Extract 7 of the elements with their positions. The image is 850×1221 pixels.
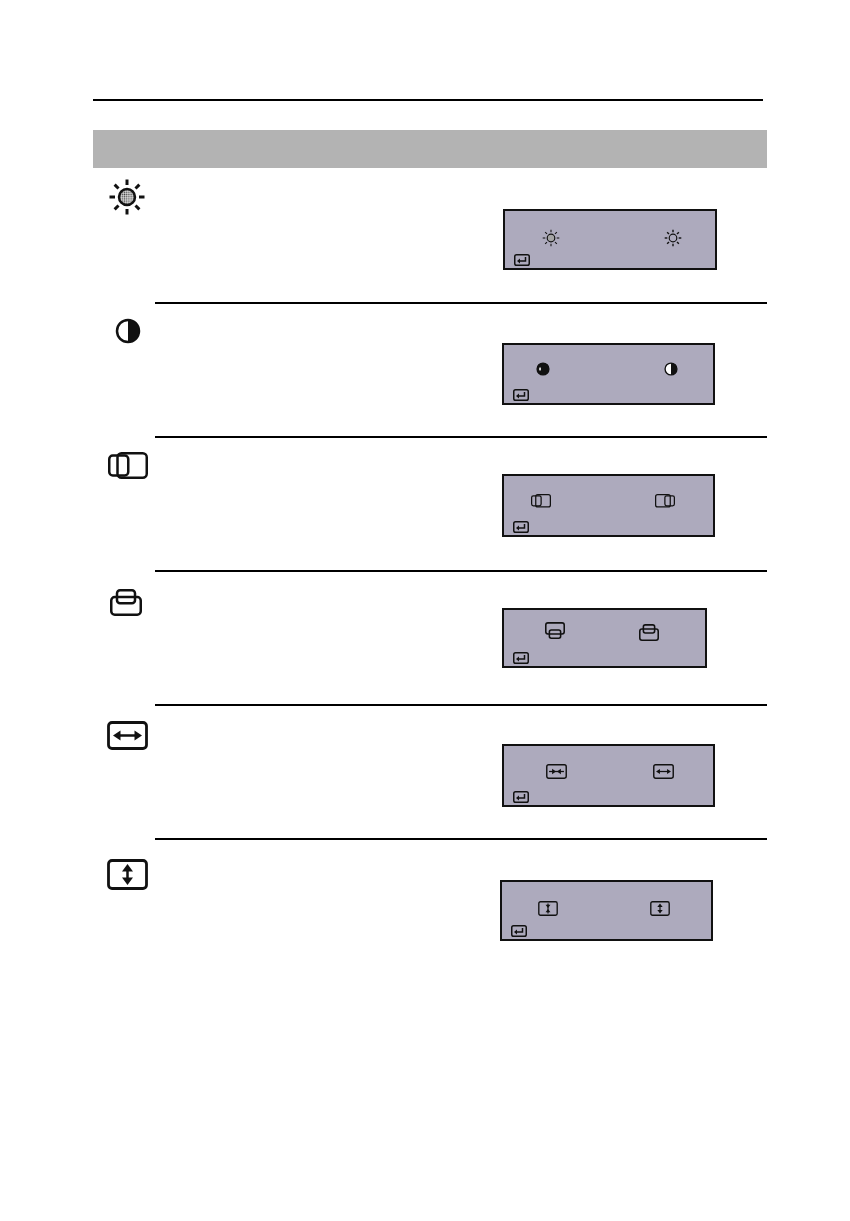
- osd-panel: [502, 343, 715, 405]
- osd-panel: [502, 474, 715, 537]
- osd-panel: [503, 209, 717, 270]
- osd-panel: [502, 744, 715, 807]
- header-bar: [93, 130, 767, 168]
- osd-panel: [500, 880, 713, 941]
- osd-panel: [502, 608, 707, 668]
